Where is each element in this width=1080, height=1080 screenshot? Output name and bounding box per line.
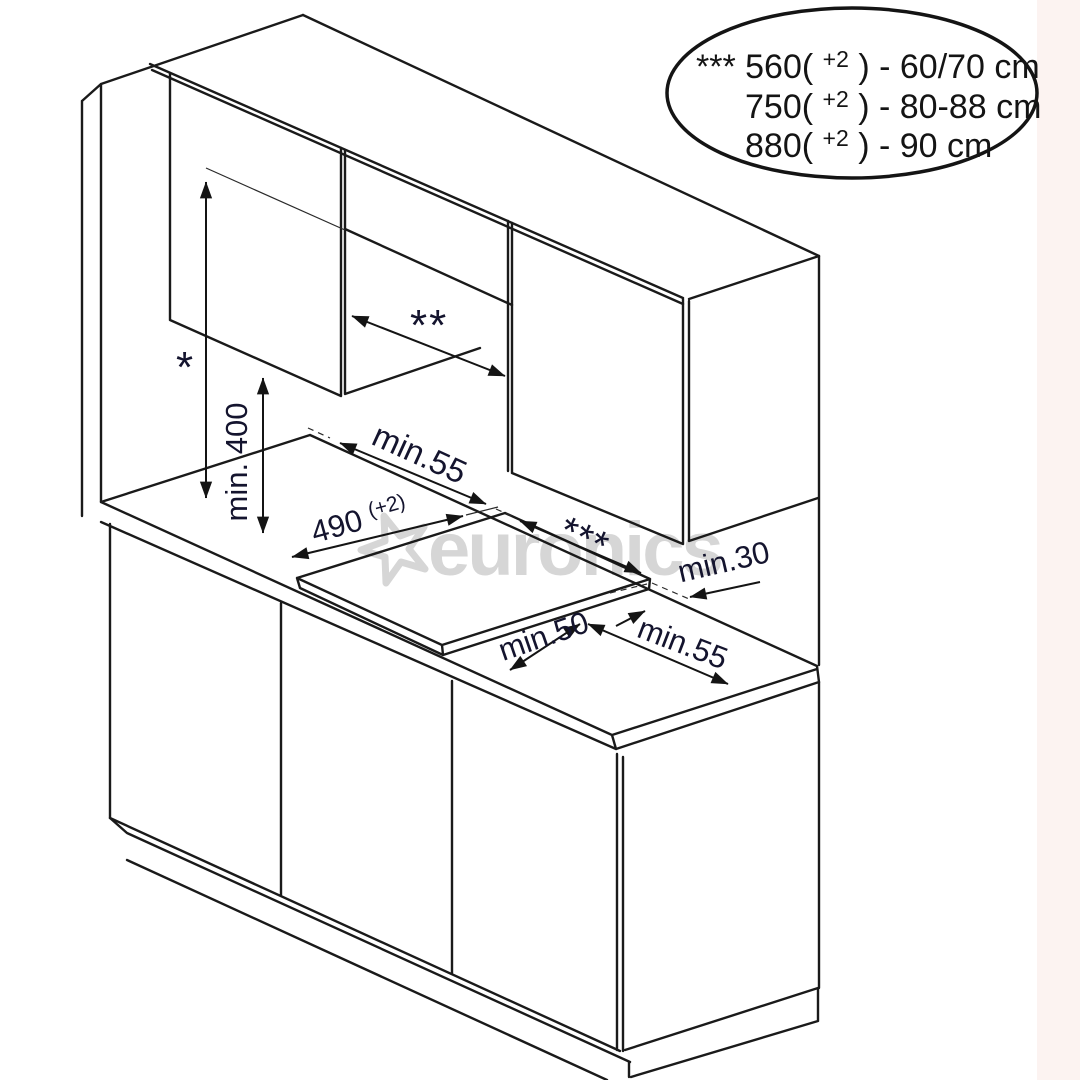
cutout-depth-tolerance: (+2)	[365, 490, 408, 522]
left-clearance-arrow	[339, 442, 487, 505]
legend-ellipse	[665, 6, 1039, 180]
right-wall-cabinet	[506, 219, 821, 546]
hood-extension-line	[205, 167, 346, 231]
ext-dash-corner	[495, 508, 515, 518]
legend-3-sup: +2	[823, 125, 849, 151]
legend-2-pre: 750(	[745, 88, 814, 126]
size-legend: *** 560( +2 ) - 60/70 cm 750( +2 ) - 80-…	[665, 6, 1041, 180]
base-cabinet-right-side	[623, 680, 821, 1079]
dimension-arrows	[199, 167, 761, 685]
cutout-depth-value: 490	[307, 502, 366, 550]
base-cabinet-doors	[108, 522, 625, 1053]
ext-dash-left	[307, 427, 331, 439]
euronics-watermark: euronics	[357, 507, 724, 592]
hob-cutout	[295, 511, 652, 657]
left-wall-cabinet	[168, 71, 482, 398]
base-cabinet-plinth	[108, 816, 632, 1080]
cutout-width-arrow	[519, 520, 642, 574]
legend-line-2: 750( +2 ) - 80-88 cm	[745, 77, 1041, 126]
ext-490	[465, 506, 499, 516]
left-side-panel	[80, 13, 305, 518]
cabinet-line-art	[80, 13, 821, 1080]
wall-cabinets-top-edge	[148, 62, 685, 306]
right-edge-tint	[1037, 0, 1080, 1080]
rear-clearance-arrow-outer	[689, 581, 761, 600]
legend-1-post: ) - 60/70 cm	[858, 48, 1039, 86]
hood-niche-width-label: **	[410, 301, 448, 350]
hood-niche-width-arrow	[351, 315, 506, 377]
legend-2-sup: +2	[823, 86, 849, 112]
worktop-to-cabinet-label: min. 400	[219, 403, 254, 522]
legend-line-1: *** 560( +2 ) - 60/70 cm	[696, 37, 1040, 86]
right-clearance-arrow	[587, 623, 729, 685]
legend-1-sup: +2	[823, 46, 849, 72]
ext-dash-right1	[651, 582, 690, 600]
hood-cabinet	[343, 227, 514, 307]
rear-clearance-arrow-inner	[615, 610, 646, 627]
left-clearance-label: min.55	[367, 416, 472, 491]
legend-2-post: ) - 80-88 cm	[858, 88, 1041, 126]
legend-line-3: 880( +2 ) - 90 cm	[745, 116, 992, 165]
legend-1-pre: *** 560(	[696, 48, 814, 86]
front-clearance-arrow	[509, 623, 581, 671]
legend-3-post: ) - 90 cm	[858, 127, 992, 165]
hood-clearance-label: *	[176, 343, 193, 392]
cutout-depth-arrow	[291, 513, 464, 560]
legend-3-pre: 880(	[745, 127, 814, 165]
